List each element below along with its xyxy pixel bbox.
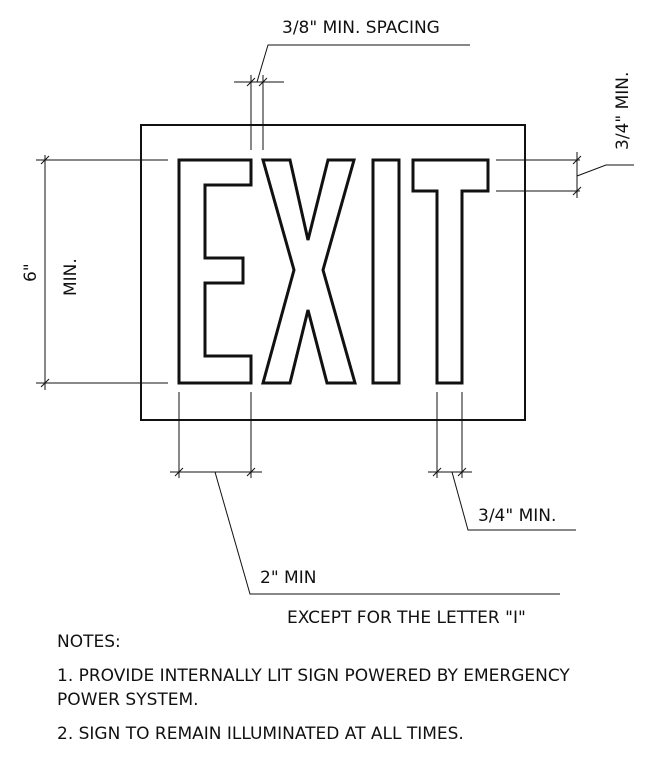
sign-panel bbox=[140, 124, 526, 421]
notes-section: NOTES: 1. PROVIDE INTERNALLY LIT SIGN PO… bbox=[57, 630, 637, 756]
note-item-2: 2. SIGN TO REMAIN ILLUMINATED AT ALL TIM… bbox=[57, 724, 464, 744]
stroke-width-top-label: 3/4" MIN. bbox=[613, 72, 633, 150]
letter-t bbox=[411, 158, 490, 385]
letter-height-min: MIN. bbox=[61, 258, 81, 296]
stroke-width-top-dimension bbox=[496, 152, 634, 198]
letter-e bbox=[177, 158, 253, 385]
letter-width-exception: EXCEPT FOR THE LETTER "I" bbox=[287, 608, 526, 628]
letter-x bbox=[261, 158, 357, 385]
exit-sign-drawing: 3/8" MIN. SPACING 3/4" MIN. 6" MIN. 2" M… bbox=[21, 18, 634, 628]
letter-width-dimension bbox=[170, 392, 560, 595]
letter-width-label: 2" MIN bbox=[260, 568, 316, 588]
letter-spacing-dimension bbox=[234, 44, 470, 150]
stroke-width-bottom-label: 3/4" MIN. bbox=[478, 506, 556, 526]
letter-spacing-label: 3/8" MIN. SPACING bbox=[282, 18, 440, 38]
letter-i bbox=[371, 158, 401, 385]
letter-height-value: 6" bbox=[21, 263, 41, 282]
letter-height-dimension bbox=[36, 155, 168, 390]
notes-heading: NOTES: bbox=[57, 632, 121, 652]
note-item-1: 1. PROVIDE INTERNALLY LIT SIGN POWERED B… bbox=[57, 666, 570, 710]
stroke-width-bottom-dimension bbox=[428, 392, 576, 531]
